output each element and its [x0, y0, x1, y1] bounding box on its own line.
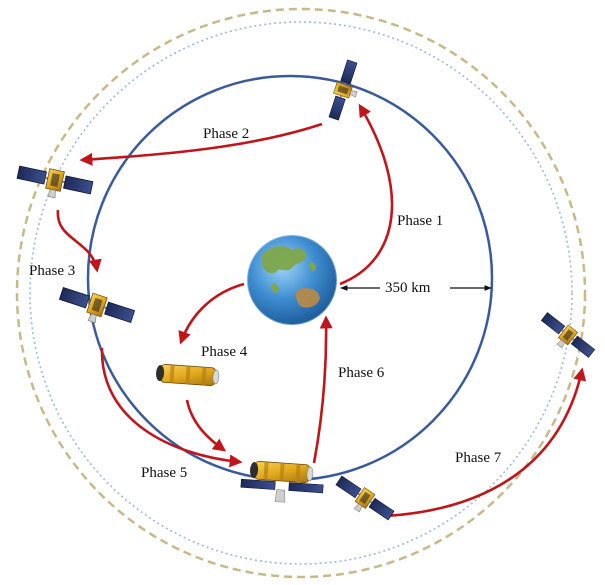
- satellite-icon: [54, 282, 137, 335]
- distance-label: 350 km: [385, 280, 431, 296]
- phase2-arrow: [79, 122, 323, 166]
- phase7-arrow: [385, 367, 587, 518]
- satellite-icon: [13, 161, 95, 206]
- phase5-arrow-b: [185, 399, 227, 452]
- earth-globe-icon: [246, 234, 338, 326]
- dotted-orbit: [29, 21, 573, 565]
- satellite-icon: [534, 309, 598, 366]
- phase3-arrow: [56, 209, 102, 273]
- phase4-arrow: [178, 282, 245, 345]
- phase3-label: Phase 3: [29, 263, 76, 279]
- phase4-label: Phase 4: [201, 344, 248, 360]
- phase1-label: Phase 1: [397, 213, 444, 229]
- phase5-arrow-a: [100, 347, 243, 468]
- satellite-icon: [325, 58, 367, 124]
- phase2-label: Phase 2: [203, 126, 250, 142]
- spacecraft-icon: [154, 363, 221, 387]
- phase6-label: Phase 6: [338, 365, 385, 381]
- phase5-label: Phase 5: [141, 465, 188, 481]
- phase7-label: Phase 7: [455, 450, 502, 466]
- phase1-arrow: [339, 103, 394, 286]
- spacecraft-with-panels-icon: [240, 460, 324, 503]
- outer-dashed-orbit: [15, 7, 587, 579]
- satellite-icon: [329, 472, 397, 529]
- phase6-arrow: [312, 315, 333, 464]
